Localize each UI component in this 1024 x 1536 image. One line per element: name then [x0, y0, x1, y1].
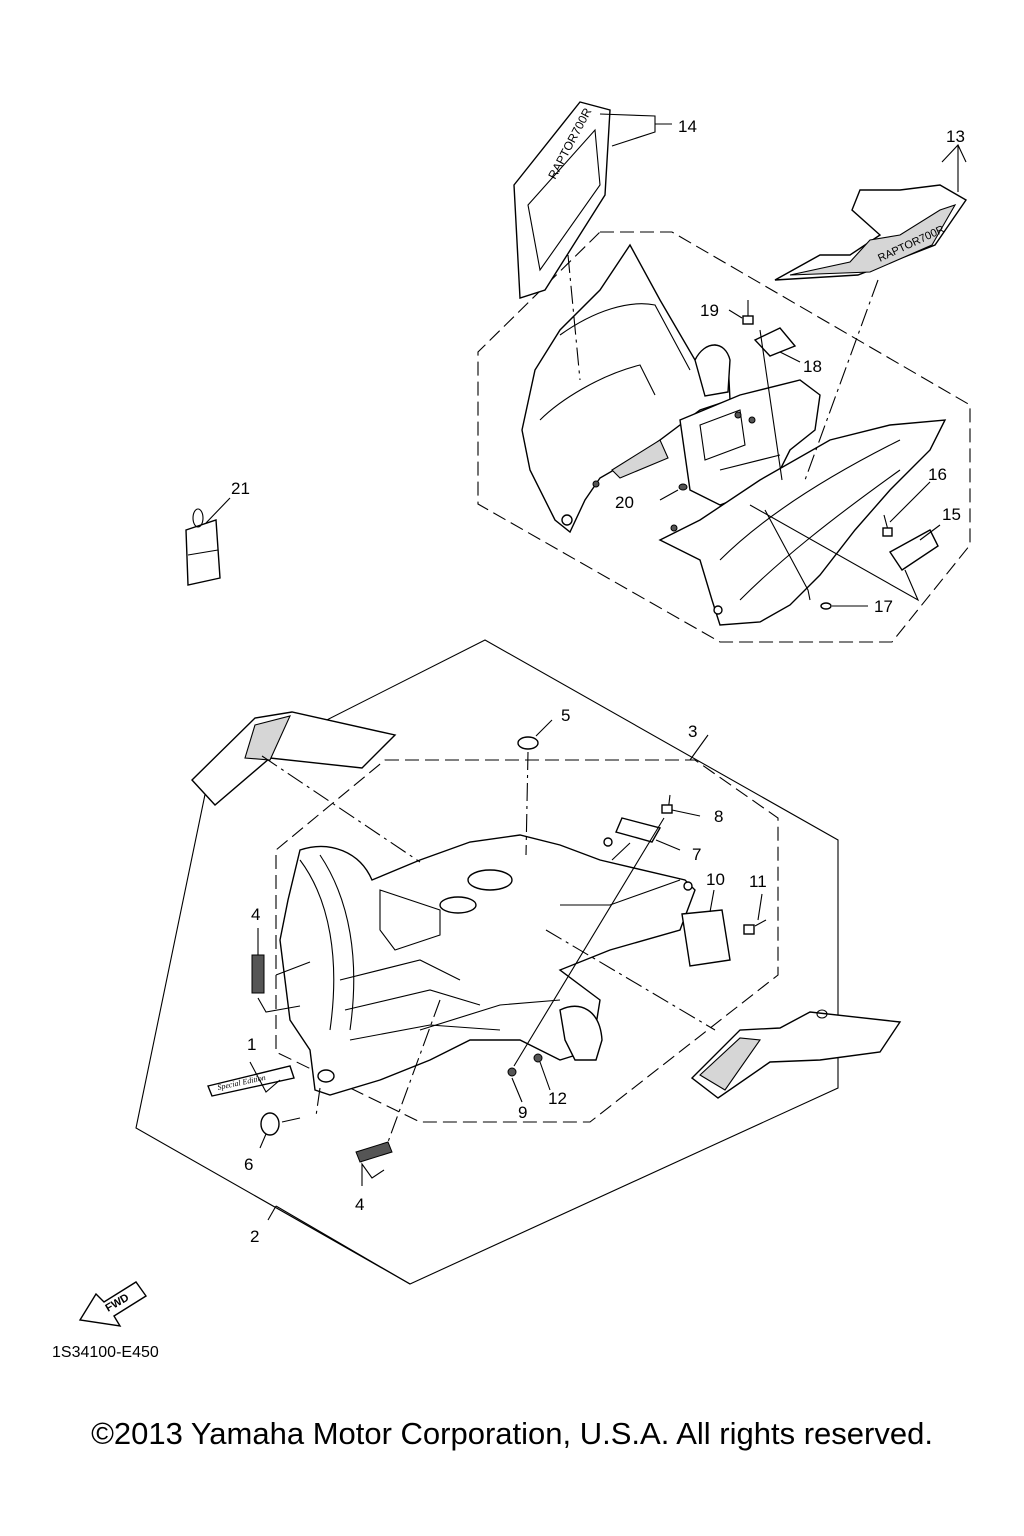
callout-15: 15	[942, 505, 961, 524]
callout-8: 8	[714, 807, 723, 826]
front-fender-boundary	[477, 231, 971, 643]
front-fender-center	[679, 379, 821, 506]
diagram-code: 1S34100-E450	[52, 1344, 159, 1361]
callout-9: 9	[518, 1103, 527, 1122]
callout-12: 12	[548, 1089, 567, 1108]
rear-fender-group: Special Edition	[135, 639, 902, 1285]
rivet-11	[743, 919, 767, 935]
callout-17: 17	[874, 597, 893, 616]
copyright-notice: ©2013 Yamaha Motor Corporation, U.S.A. A…	[91, 1416, 933, 1451]
callout-1: 1	[247, 1035, 256, 1054]
callout-4-upper: 4	[251, 905, 260, 924]
callout-16: 16	[928, 465, 947, 484]
decal-4-lower	[355, 1141, 393, 1163]
callout-14: 14	[678, 117, 697, 136]
callout-6: 6	[244, 1155, 253, 1174]
clip-20	[678, 483, 688, 491]
callout-18: 18	[803, 357, 822, 376]
plug-6	[260, 1112, 280, 1136]
label-10	[681, 909, 731, 967]
label-18	[753, 327, 797, 357]
callout-19: 19	[700, 301, 719, 320]
label-15	[888, 529, 939, 571]
callout-7: 7	[692, 845, 701, 864]
cap-5	[517, 736, 539, 750]
decal-4-upper	[251, 928, 265, 994]
rivet-8	[661, 794, 673, 814]
clip-12	[533, 1053, 543, 1063]
decal-13-raptor: RAPTOR700R	[774, 184, 968, 281]
callout-21: 21	[231, 479, 250, 498]
label-7	[615, 817, 662, 843]
clip-9	[507, 1067, 517, 1077]
callout-3: 3	[688, 722, 697, 741]
callout-4-lower: 4	[355, 1195, 364, 1214]
callout-5: 5	[561, 706, 570, 725]
fwd-arrow: FWD	[78, 1281, 148, 1327]
rivet-16	[882, 514, 893, 537]
callout-13: 13	[946, 127, 965, 146]
rear-decal-left	[191, 711, 397, 806]
rear-fender-inner-boundary	[275, 759, 779, 1123]
front-fender-group: RAPTOR700R RAPTOR700R	[477, 101, 971, 643]
callout-2: 2	[250, 1227, 259, 1246]
leader-lines-lower	[249, 719, 763, 1285]
callout-11: 11	[749, 872, 767, 891]
rear-fender-body	[279, 834, 696, 1096]
caution-tag-21	[185, 497, 231, 586]
rear-decal-right	[690, 1009, 902, 1099]
emblem-1-special-edition: Special Edition	[207, 1065, 295, 1097]
rivet-19	[742, 300, 754, 325]
callout-20: 20	[615, 493, 634, 512]
leader-lines-upper	[567, 113, 967, 607]
callout-labels: 1 2 3 4 4 5 6 7 8 9 10 11 12 13 14 15 16…	[231, 117, 965, 1246]
callout-10: 10	[706, 870, 725, 889]
decal-14-raptor: RAPTOR700R	[513, 101, 611, 299]
